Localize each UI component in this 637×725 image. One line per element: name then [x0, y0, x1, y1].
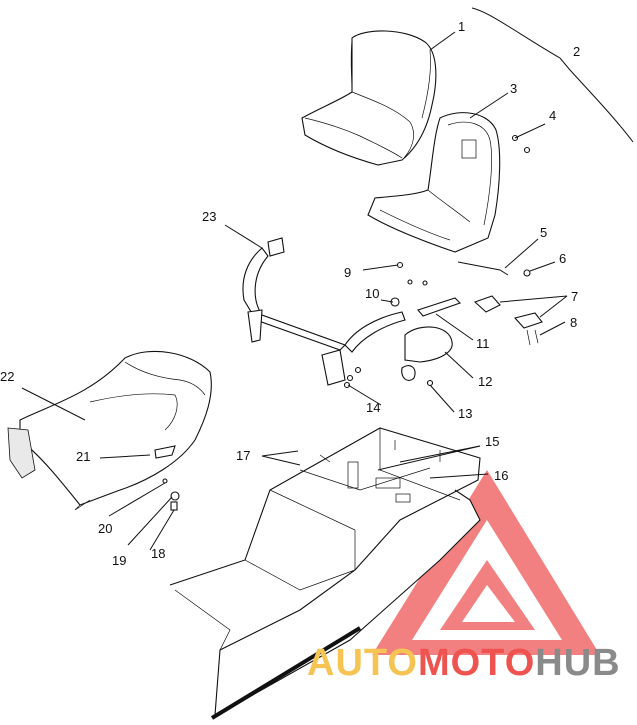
callout-21: 21 — [76, 449, 90, 464]
callout-14: 14 — [366, 400, 380, 415]
callout-8: 8 — [570, 315, 577, 330]
watermark-logo: AUTOMOTOHUB — [307, 642, 621, 684]
part-rear-seat — [7, 350, 212, 511]
callout-15: 15 — [485, 434, 499, 449]
svg-text:AUTOMOTOHUB: AUTOMOTOHUB — [307, 642, 621, 684]
callout-4: 4 — [549, 108, 556, 123]
leader-lines — [21, 31, 568, 551]
part-chassis — [169, 427, 481, 720]
callout-6: 6 — [559, 251, 566, 266]
callout-9: 9 — [344, 265, 351, 280]
part-brackets-7 — [473, 295, 543, 346]
callout-22: 22 — [0, 369, 14, 384]
callout-18: 18 — [151, 546, 165, 561]
hardware — [162, 134, 531, 511]
callout-20: 20 — [98, 521, 112, 536]
callout-7: 7 — [571, 289, 578, 304]
callout-16: 16 — [494, 468, 508, 483]
watermark-hub: HUB — [535, 642, 620, 684]
part-rod-5 — [457, 261, 509, 276]
callout-23: 23 — [202, 209, 216, 224]
callout-1: 1 — [458, 19, 465, 34]
part-seat-cushion — [301, 30, 437, 166]
callout-11: 11 — [476, 336, 490, 351]
callout-3: 3 — [510, 81, 517, 96]
watermark-moto: MOTO — [418, 642, 535, 684]
watermark-auto: AUTO — [307, 642, 418, 684]
callout-19: 19 — [112, 553, 126, 568]
callout-labels: 1 2 3 4 5 6 7 8 9 10 11 12 13 14 15 16 1… — [0, 19, 580, 568]
callout-13: 13 — [458, 406, 472, 421]
part-fastener-12 — [401, 365, 416, 381]
callout-2: 2 — [573, 44, 580, 59]
part-seat-shell — [367, 112, 501, 253]
watermark-triangle — [372, 470, 600, 655]
callout-17: 17 — [236, 448, 250, 463]
part-grab-bar — [242, 237, 406, 386]
callout-10: 10 — [365, 286, 379, 301]
part-tube-11 — [417, 297, 462, 317]
callout-12: 12 — [478, 374, 492, 389]
part-flap-12 — [404, 326, 453, 363]
bracket-2 — [471, 7, 634, 143]
callout-5: 5 — [540, 225, 547, 240]
